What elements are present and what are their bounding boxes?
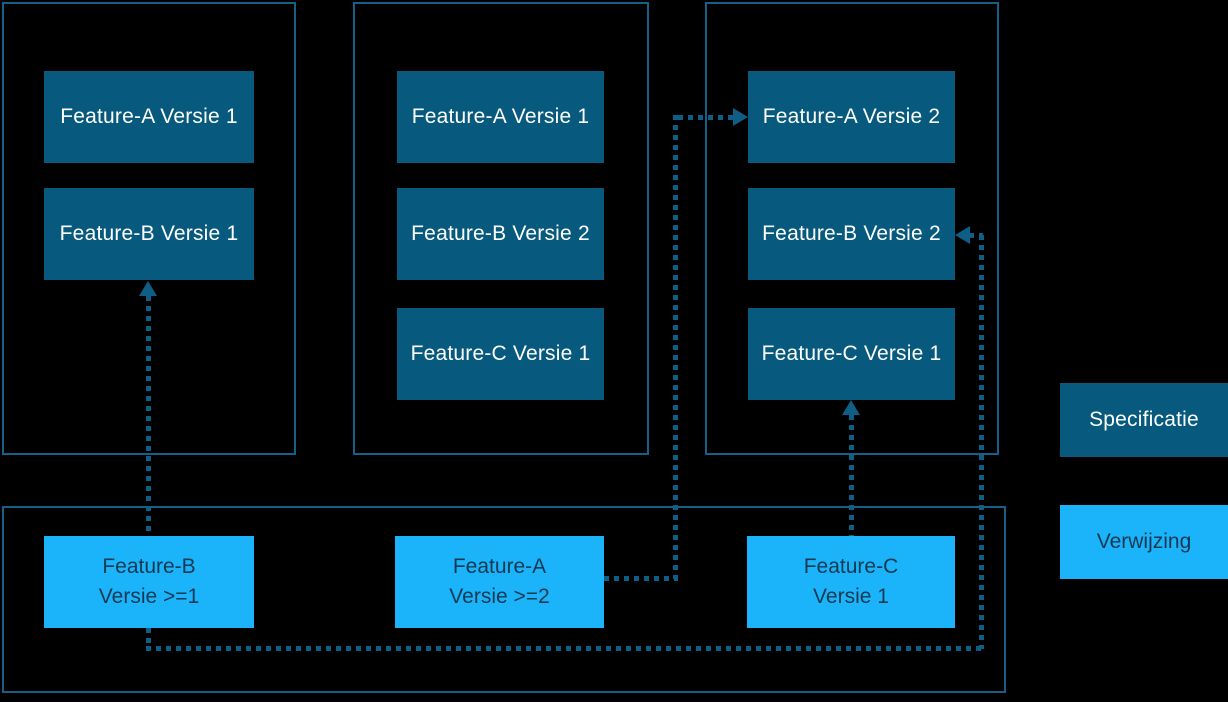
connector-b2-line-end (969, 233, 983, 238)
spec-box-feature-c-v1-g3: Feature-C Versie 1 (748, 308, 955, 400)
ref-box-feature-c: Feature-C Versie 1 (747, 536, 955, 628)
connector-c1-arrowhead-icon (842, 400, 860, 415)
connector-b1-arrowhead-icon (139, 281, 157, 296)
connector-b1-line (146, 296, 151, 536)
spec-box-feature-b-v2-g2: Feature-B Versie 2 (397, 188, 604, 280)
ref-box-feature-b-line2: Versie >=1 (98, 585, 200, 608)
spec-box-feature-b-v1-g1: Feature-B Versie 1 (44, 188, 254, 280)
legend-reference: Verwijzing (1060, 505, 1228, 579)
connector-a2-line-end (678, 115, 733, 120)
legend-specification: Specificatie (1060, 383, 1228, 457)
ref-box-feature-a-line1: Feature-A (452, 554, 547, 578)
connector-a2-arrowhead-icon (733, 108, 748, 126)
connector-a2-line-vertical (673, 115, 678, 579)
connector-c1-line (849, 415, 854, 536)
ref-box-feature-b-line1: Feature-B (102, 554, 196, 578)
ref-box-feature-a: Feature-A Versie >=2 (395, 536, 604, 628)
ref-box-feature-c-line2: Versie 1 (813, 585, 889, 608)
connector-b2-line-drop (146, 628, 151, 650)
specification-group-2 (353, 2, 649, 455)
spec-box-feature-c-v1-g2: Feature-C Versie 1 (397, 308, 604, 400)
spec-box-feature-a-v1-g1: Feature-A Versie 1 (44, 71, 254, 163)
spec-box-feature-a-v2-g3: Feature-A Versie 2 (748, 71, 955, 163)
connector-b2-line-vertical (979, 235, 984, 649)
connector-a2-line-start (604, 576, 678, 581)
spec-box-feature-b-v2-g3: Feature-B Versie 2 (748, 188, 955, 280)
spec-box-feature-a-v1-g2: Feature-A Versie 1 (397, 71, 604, 163)
ref-box-feature-c-line1: Feature-C (803, 554, 899, 578)
connector-b2-line-horizontal (146, 646, 984, 651)
reference-panel (2, 506, 1006, 693)
connector-b2-arrowhead-icon (955, 226, 970, 244)
ref-box-feature-a-line2: Versie >=2 (449, 585, 550, 608)
ref-box-feature-b: Feature-B Versie >=1 (44, 536, 254, 628)
